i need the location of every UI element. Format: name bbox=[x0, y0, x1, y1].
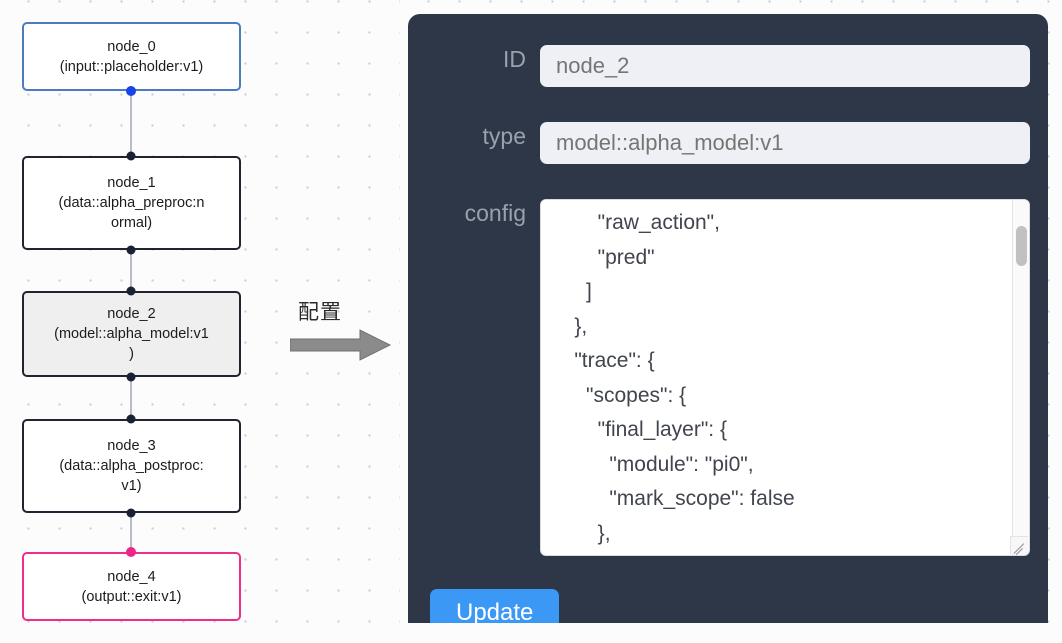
id-input[interactable] bbox=[540, 45, 1030, 87]
graph-node-label: node_3 (data::alpha_postproc: v1) bbox=[59, 438, 204, 494]
node-handle-source-node_3[interactable] bbox=[126, 508, 136, 518]
node-handle-source-node_2[interactable] bbox=[126, 372, 136, 382]
type-field-label: type bbox=[482, 123, 526, 149]
annotation-label: 配置 bbox=[298, 300, 342, 324]
graph-node-node_0[interactable]: node_0 (input::placeholder:v1) bbox=[22, 22, 241, 91]
node-handle-source-node_0[interactable] bbox=[126, 86, 136, 96]
field-row-type: type bbox=[430, 122, 1030, 164]
update-button[interactable]: Update bbox=[430, 589, 560, 623]
right-arrow-icon bbox=[290, 329, 392, 361]
node-handle-source-node_1[interactable] bbox=[126, 245, 136, 255]
type-input[interactable] bbox=[540, 122, 1030, 164]
graph-node-node_2[interactable]: node_2 (model::alpha_model:v1 ) bbox=[22, 291, 241, 377]
graph-node-label: node_2 (model::alpha_model:v1 ) bbox=[54, 306, 209, 362]
edge-3-4 bbox=[130, 513, 132, 553]
graph-node-node_4[interactable]: node_4 (output::exit:v1) bbox=[22, 552, 241, 621]
node-handle-target-node_1[interactable] bbox=[126, 151, 136, 161]
graph-node-node_3[interactable]: node_3 (data::alpha_postproc: v1) bbox=[22, 419, 241, 513]
edge-0-1 bbox=[130, 91, 132, 156]
id-field-label: ID bbox=[503, 46, 526, 72]
node-handle-target-node_4[interactable] bbox=[126, 547, 136, 557]
field-row-config: config "raw_action", "pred" ] }, "trace"… bbox=[430, 199, 1030, 556]
config-field-label: config bbox=[464, 200, 526, 226]
annotation-group: 配置 bbox=[290, 296, 400, 364]
node-config-panel: ID type config "raw_action", "pred" ] },… bbox=[408, 14, 1048, 623]
graph-node-label: node_0 (input::placeholder:v1) bbox=[59, 38, 204, 75]
edge-2-3 bbox=[130, 377, 132, 418]
graph-node-label: node_4 (output::exit:v1) bbox=[81, 568, 182, 605]
node-handle-target-node_2[interactable] bbox=[126, 286, 136, 296]
edge-1-2 bbox=[130, 250, 132, 291]
graph-node-label: node_1 (data::alpha_preproc:n ormal) bbox=[58, 175, 205, 231]
scrollbar-thumb[interactable] bbox=[1016, 226, 1027, 266]
vertical-scrollbar[interactable] bbox=[1012, 200, 1029, 555]
config-textarea-wrapper: "raw_action", "pred" ] }, "trace": { "sc… bbox=[540, 199, 1030, 556]
node-handle-target-node_3[interactable] bbox=[126, 414, 136, 424]
field-row-id: ID bbox=[430, 45, 1030, 87]
resize-handle-icon[interactable] bbox=[1010, 536, 1028, 554]
graph-node-node_1[interactable]: node_1 (data::alpha_preproc:n ormal) bbox=[22, 156, 241, 250]
config-textarea[interactable]: "raw_action", "pred" ] }, "trace": { "sc… bbox=[541, 200, 1013, 555]
